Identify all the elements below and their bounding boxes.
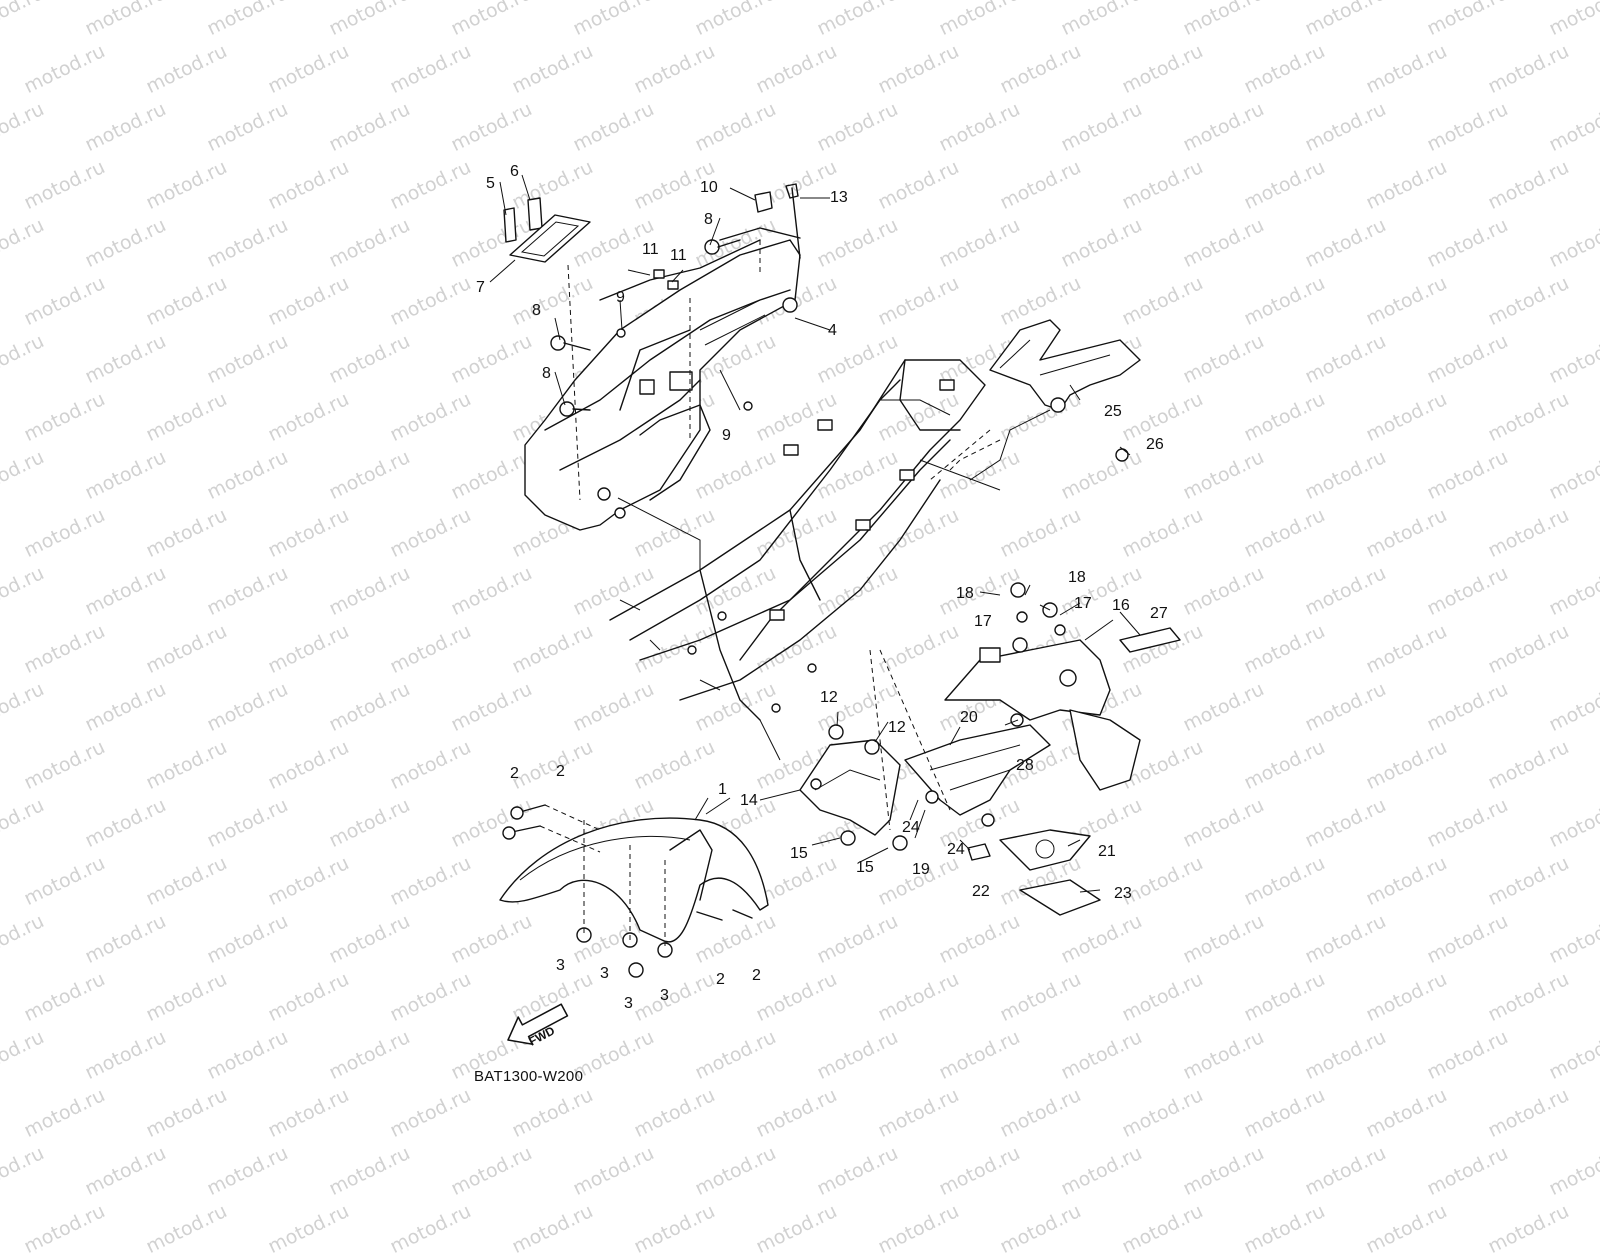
callout-number: 4 [828, 322, 837, 339]
callout-number: 3 [660, 987, 669, 1004]
watermark-text: motod.ru [142, 1200, 231, 1258]
rear-frame [609, 359, 986, 721]
callout-number: 28 [1016, 757, 1034, 774]
callout-number: 17 [1074, 595, 1092, 612]
callout-number: 25 [1104, 403, 1122, 420]
callout-number: 15 [790, 845, 808, 862]
callout-number: 27 [1150, 605, 1168, 622]
callout-number: 18 [956, 585, 974, 602]
watermark-text: motod.ru [20, 1200, 109, 1258]
callout-number: 11 [642, 241, 659, 258]
watermark-text: motod.ru [1118, 1200, 1207, 1258]
watermark-text: motod.ru [752, 1200, 841, 1258]
callout-number: 2 [510, 765, 519, 782]
callout-number: 2 [752, 967, 761, 984]
watermark-text: motod.ru [874, 1200, 963, 1258]
callout-number: 3 [556, 957, 565, 974]
callout-number: 3 [600, 965, 609, 982]
callout-number: 12 [820, 689, 838, 706]
callout-number: 9 [722, 427, 731, 444]
watermark-text: motod.ru [264, 1200, 353, 1258]
small-fasteners-top [550, 183, 801, 417]
callout-number: 16 [1112, 597, 1130, 614]
callout-number: 7 [476, 279, 485, 296]
callout-number: 14 [740, 792, 758, 809]
callout-number: 23 [1114, 885, 1132, 902]
callout-number: 21 [1098, 843, 1116, 860]
lower-bracket [799, 724, 908, 851]
watermark-text: motod.ru [508, 1200, 597, 1258]
callout-number: 8 [704, 211, 713, 228]
callout-number: 20 [960, 709, 978, 726]
callout-number: 19 [912, 861, 930, 878]
callout-number: 12 [888, 719, 906, 736]
watermark-text: motod.ru [1240, 1200, 1329, 1258]
callout-number: 18 [1068, 569, 1086, 586]
callout-number: 2 [716, 971, 725, 988]
watermark-text: motod.ru [1484, 1200, 1573, 1258]
tail-light-assembly [944, 582, 1181, 791]
footrest-bracket [989, 319, 1141, 462]
callout-number: 22 [972, 883, 990, 900]
callout-number: 24 [902, 819, 920, 836]
callout-number: 1 [718, 781, 727, 798]
parts-drawing [489, 174, 1181, 1046]
license-bracket [904, 713, 1101, 916]
seat-pad-parts [503, 197, 591, 263]
callout-number: 17 [974, 613, 992, 630]
callout-number: 2 [556, 763, 565, 780]
callout-number: 15 [856, 859, 874, 876]
callout-number: 13 [830, 189, 848, 206]
callout-number: 6 [510, 163, 519, 180]
watermark-text: motod.ru [996, 1200, 1085, 1258]
callout-number: 26 [1146, 436, 1164, 453]
diagram-code: BAT1300-W200 [474, 1068, 584, 1085]
callout-number: 3 [624, 995, 633, 1012]
callout-number: 24 [947, 841, 965, 858]
callout-number: 8 [542, 365, 551, 382]
watermark-text: motod.ru [386, 1200, 475, 1258]
fwd-arrow-icon [507, 1003, 569, 1046]
front-fender [499, 804, 769, 978]
watermark-text: motod.ru [1362, 1200, 1451, 1258]
callout-number: 5 [486, 175, 495, 192]
callout-number: 10 [700, 179, 718, 196]
watermark-text: motod.ru [630, 1200, 719, 1258]
callout-number: 11 [670, 247, 687, 264]
callout-number: 8 [532, 302, 541, 319]
callout-leaders [489, 174, 1141, 893]
callout-number: 9 [616, 289, 625, 306]
leader-lines [539, 240, 1051, 950]
